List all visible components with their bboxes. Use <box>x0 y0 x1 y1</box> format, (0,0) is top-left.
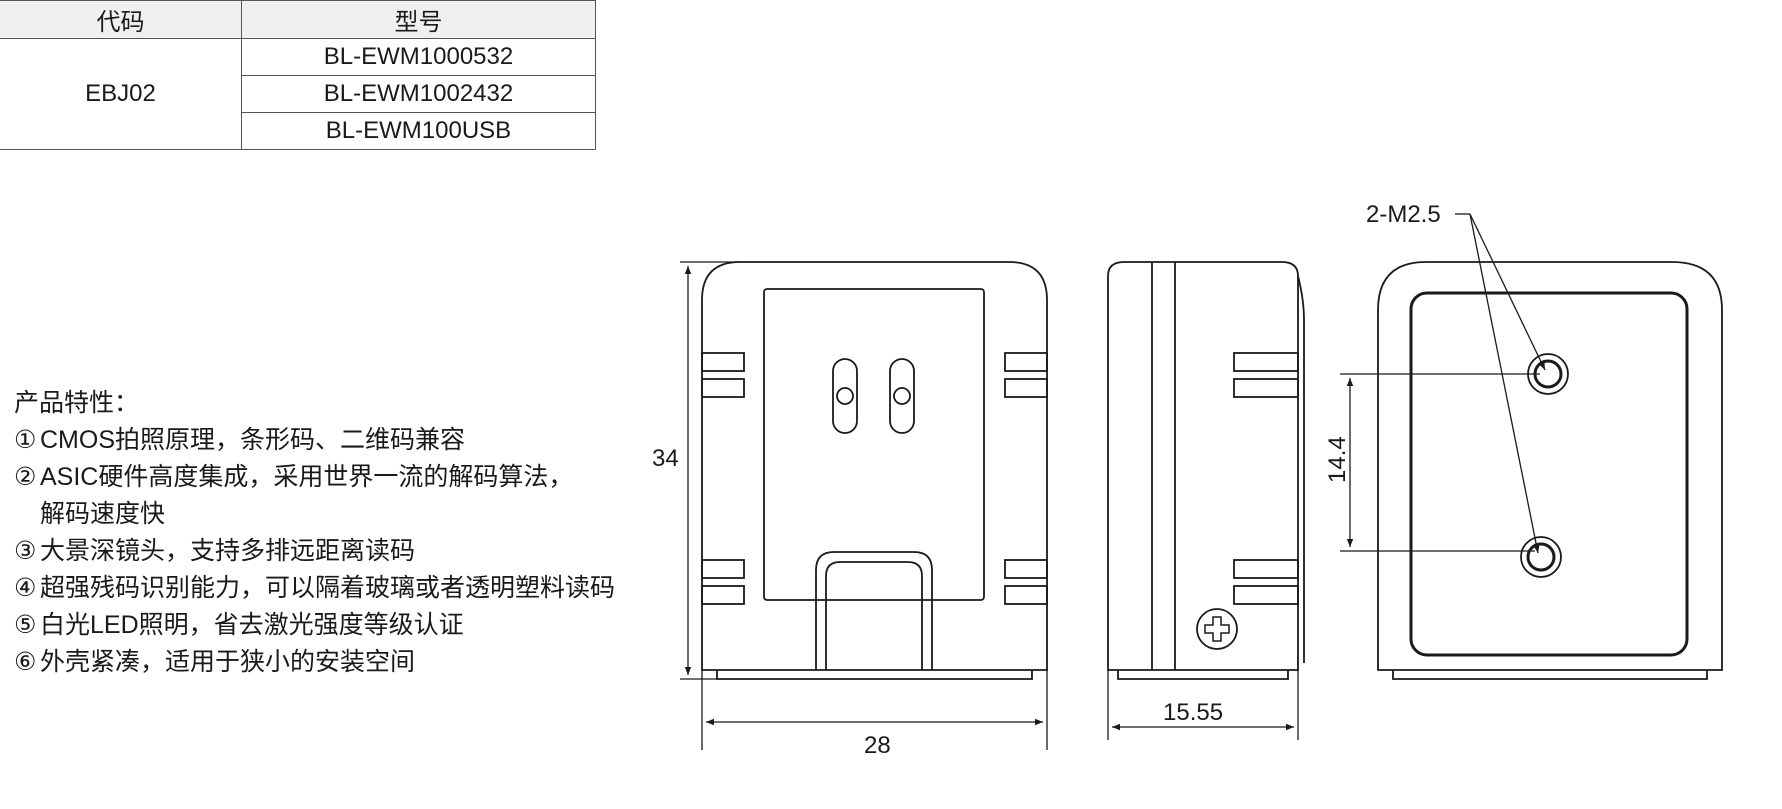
feature-text: 解码速度快 <box>40 500 166 528</box>
back-panel <box>1409 291 1689 657</box>
feature-text: ASIC硬件高度集成，采用世界一流的解码算法， <box>40 463 574 491</box>
vent-slots-side <box>1233 352 1299 605</box>
mounting-hole-bottom <box>1520 536 1562 578</box>
front-base-plate <box>716 670 1033 680</box>
slot-right <box>889 358 915 434</box>
front-body-outline <box>701 261 1048 671</box>
dim-width-label: 28 <box>864 732 891 759</box>
feature-text: 超强残码识别能力，可以隔着玻璃或者透明塑料读码 <box>40 574 616 602</box>
slot-hole-right <box>893 387 911 405</box>
back-view <box>1377 261 1723 680</box>
feature-number: ② <box>14 463 37 491</box>
feature-text: 外壳紧凑，适用于狭小的安装空间 <box>40 648 416 676</box>
feature-number: ⑥ <box>14 648 37 676</box>
model-cell: BL-EWM100USB <box>241 112 596 150</box>
feature-item: 解码速度快 <box>14 496 654 533</box>
feature-text: 白光LED照明，省去激光强度等级认证 <box>40 611 464 639</box>
spec-table: 代码 型号 EBJ02 BL-EWM1000532 BL-EWM1002432 … <box>0 0 596 150</box>
feature-text: 大景深镜头，支持多排远距离读码 <box>40 537 416 565</box>
table-row: BL-EWM100USB <box>0 112 596 150</box>
model-cell: BL-EWM1002432 <box>241 75 596 113</box>
hole-spacing-dimension <box>1340 373 1540 552</box>
table-row: EBJ02 BL-EWM1000532 <box>0 38 596 150</box>
feature-text: CMOS拍照原理，条形码、二维码兼容 <box>40 426 466 454</box>
dim-depth-label: 15.55 <box>1163 699 1223 726</box>
side-body-outline <box>1107 261 1299 671</box>
hole-callout-label: 2-M2.5 <box>1366 201 1441 228</box>
back-body-outline <box>1377 261 1723 671</box>
callout-leader <box>1455 213 1546 554</box>
clip-inner <box>825 561 923 670</box>
table-row: BL-EWM1002432 <box>0 75 596 113</box>
code-cell: EBJ02 <box>0 38 242 150</box>
width-dimension <box>701 670 1048 750</box>
model-cell: BL-EWM1000532 <box>241 38 596 76</box>
feature-number: ① <box>14 426 37 454</box>
height-dimension <box>680 261 740 680</box>
side-back-taper <box>1297 275 1305 663</box>
clip-outer <box>815 551 933 670</box>
feature-number: ④ <box>14 574 37 602</box>
side-view <box>1107 261 1305 680</box>
side-base-plate <box>1117 670 1289 680</box>
slot-left <box>832 358 858 434</box>
front-view <box>701 261 1048 680</box>
vent-slots-front <box>701 352 1048 605</box>
features-title: 产品特性： <box>14 389 140 417</box>
feature-number: ③ <box>14 537 37 565</box>
back-base-plate <box>1392 670 1708 680</box>
screw-icon <box>1196 608 1238 650</box>
feature-number: ⑤ <box>14 611 37 639</box>
dim-height-label: 34 <box>652 445 679 472</box>
dim-hole-spacing-label: 14.4 <box>1324 436 1351 483</box>
depth-dimension <box>1107 670 1299 740</box>
front-panel <box>763 288 985 601</box>
slot-hole-left <box>836 387 854 405</box>
header-code: 代码 <box>0 0 242 39</box>
